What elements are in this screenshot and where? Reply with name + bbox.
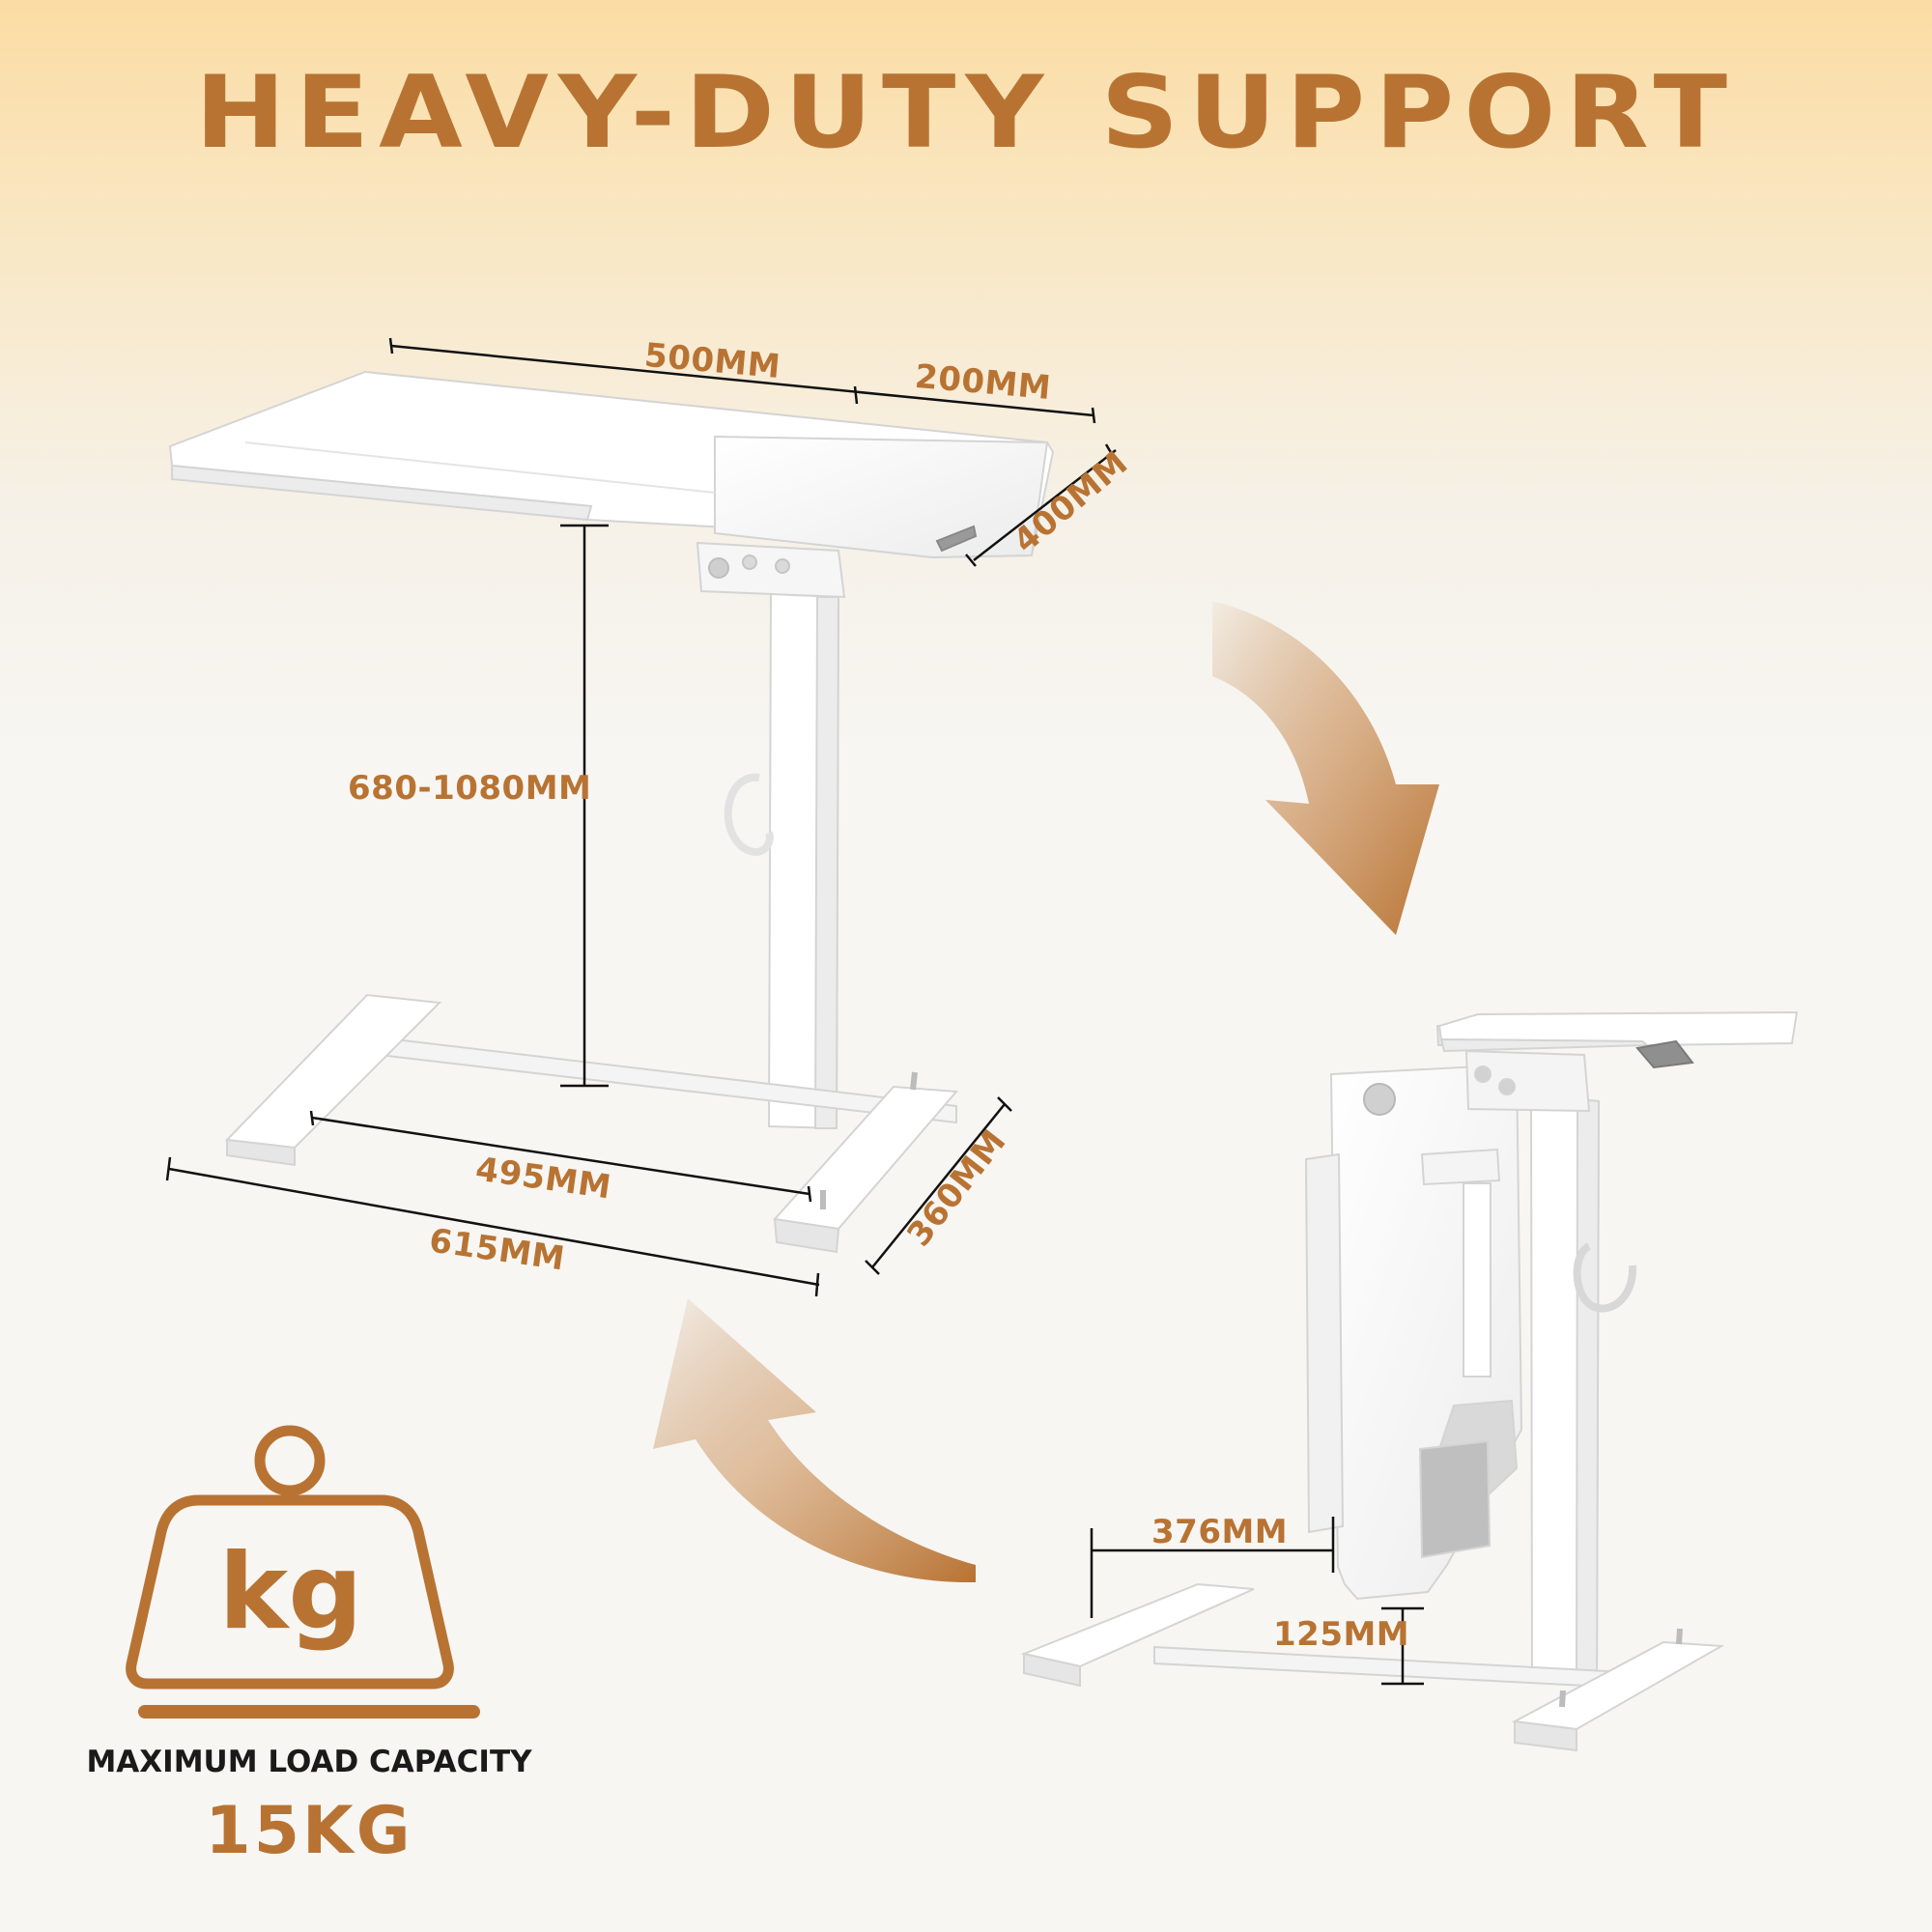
dimension-height-range: 680-1080MM (348, 769, 592, 808)
dimension-folded-floor-gap: 125MM (1273, 1615, 1410, 1654)
folded-table (1020, 1010, 1799, 1752)
dimension-lines (165, 337, 1117, 1297)
curved-arrow-up-icon (653, 1298, 976, 1583)
folded-dimension-lines (1090, 1517, 1424, 1686)
capacity-label: MAXIMUM LOAD CAPACITY (86, 1745, 532, 1779)
curved-arrow-down-icon (1212, 601, 1439, 935)
headline: HEAVY-DUTY SUPPORT (194, 55, 1738, 171)
kettlebell-weight-icon: kg (126, 1425, 480, 1719)
capacity-value: 15KG (205, 1793, 413, 1869)
weight-icon-label: kg (218, 1532, 362, 1653)
dimension-folded-clearance: 376MM (1151, 1513, 1289, 1551)
unfolded-table (168, 370, 1055, 1254)
